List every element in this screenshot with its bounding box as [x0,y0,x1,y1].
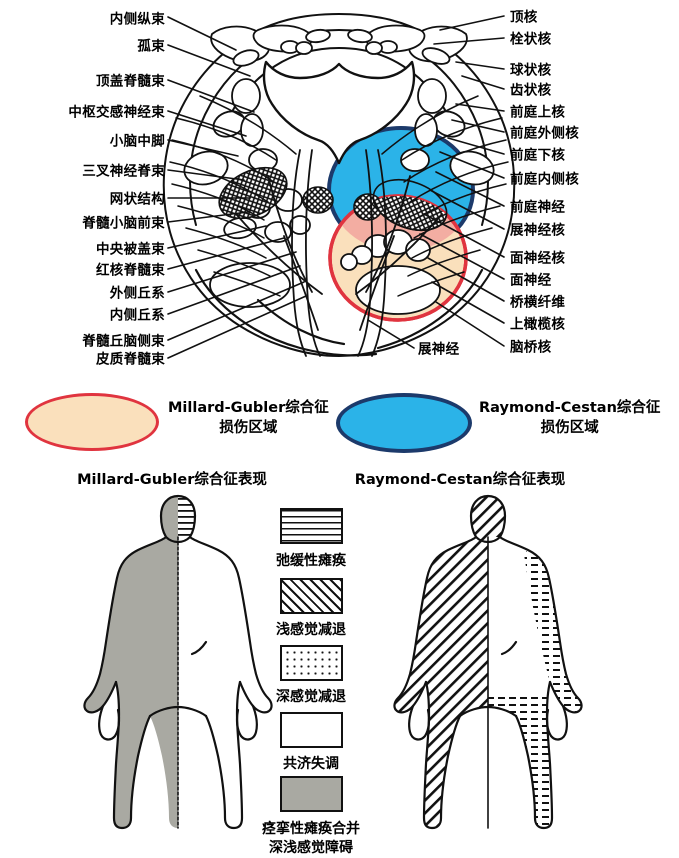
fourth-ventricle [262,60,416,165]
label-medial-longitudinal-fasciculus: 内侧纵束 [109,11,165,28]
label-anterior-spinocerebellar-tract: 脊髓小脑前束 [82,215,165,232]
label-rubrospinal-tract: 红核脊髓束 [96,262,165,279]
spastic-label-line2: 深浅感觉障碍 [269,839,353,856]
label-facial-nucleus: 面神经核 [510,250,566,267]
label-vestibular-nerve: 前庭神经 [510,199,566,216]
label-medial-lemniscus: 内侧丘系 [109,307,165,324]
face-half-superficial-sensory-loss [488,496,505,537]
pattern-label-superficial-sensory-loss: 浅感觉减退 [276,622,346,638]
pattern-label-ataxia: 共济失调 [283,756,339,772]
pattern-label-spastic-paralysis-combined: 痉挛性瘫痪合并 深浅感觉障碍 [262,820,360,858]
caption-raymond-cestan: Raymond-Cestan综合征表现 [354,472,566,488]
legend-swatch-millard-gubler [25,393,159,451]
label-reticular-formation: 网状结构 [109,191,165,208]
legend-swatch-raymond-cestan [336,393,472,453]
label-medial-vestibular-nucleus: 前庭内侧核 [510,171,579,188]
label-spinal-trigeminal-tract: 三叉神经脊束 [82,163,165,180]
label-abducens-nucleus: 展神经核 [510,222,566,239]
label-facial-nerve: 面神经 [510,272,552,289]
transverse-pontine-fibers [169,95,509,297]
body-figure-raymond-cestan [393,494,583,830]
label-central-tegmental-tract: 中央被盖束 [96,241,165,258]
label-pontine-nuclei: 脑桥核 [510,339,552,356]
face-half-flaccid-paralysis [178,496,195,537]
swatch-spastic-paralysis-combined [280,776,343,812]
legend-raymond-line1: Raymond-Cestan综合征 [479,400,661,416]
label-dentate-nucleus: 齿状核 [510,82,552,99]
label-central-sympathetic-tract: 中枢交感神经束 [68,104,165,121]
label-lateral-vestibular-nucleus: 前庭外侧核 [510,125,579,142]
label-transverse-pontine-fibers: 桥横纤维 [510,294,566,311]
swatch-flaccid-paralysis [280,508,343,544]
label-inferior-vestibular-nucleus: 前庭下核 [510,147,566,164]
label-abducens-nerve: 展神经 [418,341,460,358]
legend-millard-line2: 损伤区域 [219,419,278,436]
label-superior-olivary-nucleus: 上橄榄核 [510,316,566,333]
legend-raymond-line2: 损伤区域 [540,419,599,436]
swatch-deep-sensory-loss [280,645,343,681]
label-corticospinal-tract: 皮质脊髓束 [96,351,165,368]
legend-text-raymond-cestan: Raymond-Cestan综合征 损伤区域 [479,399,660,438]
brainstem-cross-section [162,13,516,359]
caption-millard-gubler: Millard-Gubler综合征表现 [77,472,267,488]
label-lateral-spinothalamic-tract: 脊髓丘脑侧束 [82,333,165,350]
label-middle-cerebellar-peduncle: 小脑中脚 [109,133,165,150]
basilar-pons-outline [194,268,484,357]
spastic-label-line1: 痉挛性瘫痪合并 [262,821,360,837]
pattern-label-flaccid-paralysis: 弛缓性瘫痪 [276,553,346,569]
label-fastigial-nucleus: 顶核 [510,9,538,26]
legend-millard-line1: Millard-Gubler综合征 [168,400,329,416]
label-solitary-tract: 孤束 [137,38,165,55]
swatch-ataxia [280,712,343,748]
swatch-superficial-sensory-loss [280,578,343,614]
leader-lines-left [167,16,307,359]
pattern-label-deep-sensory-loss: 深感觉减退 [276,689,346,705]
label-globose-nucleus: 球状核 [510,62,552,79]
leader-lines-right [419,15,505,347]
leader-line-abducens [367,319,415,349]
body-outline [83,494,273,830]
label-tectospinal-tract: 顶盖脊髓束 [96,73,165,90]
label-superior-vestibular-nucleus: 前庭上核 [510,104,566,121]
body-outline [393,494,583,830]
legend-text-millard-gubler: Millard-Gubler综合征 损伤区域 [168,399,329,438]
label-emboliform-nucleus: 栓状核 [510,31,552,48]
body-figure-millard-gubler [83,494,273,830]
label-lateral-lemniscus: 外侧丘系 [109,285,165,302]
